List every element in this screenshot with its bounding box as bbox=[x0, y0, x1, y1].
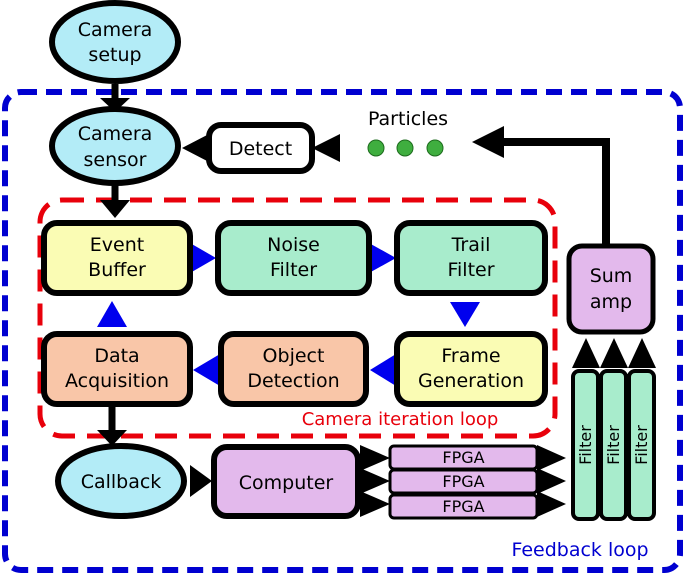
frame-generation-node: Frame Generation bbox=[394, 331, 548, 407]
arrow-frame-to-object bbox=[370, 354, 396, 386]
particle-dot bbox=[396, 139, 414, 157]
trail-filter-label-2: Filter bbox=[447, 259, 494, 281]
filter-bank: Filter Filter Filter bbox=[571, 369, 656, 521]
detect-node: Detect bbox=[206, 122, 315, 174]
fpga-label: FPGA bbox=[442, 497, 484, 516]
camera-iteration-loop-label: Camera iteration loop bbox=[302, 409, 499, 430]
computer-label: Computer bbox=[239, 472, 334, 494]
feedback-loop-border bbox=[2, 89, 683, 573]
event-buffer-label-1: Event bbox=[90, 234, 144, 256]
noise-filter-label-2: Filter bbox=[270, 259, 317, 281]
arrow-trail-to-frame bbox=[450, 302, 480, 327]
arrow-callback-to-computer bbox=[190, 465, 212, 497]
filter-label: Filter bbox=[576, 425, 595, 465]
camera-setup-label-2: setup bbox=[88, 44, 141, 66]
filter-label: Filter bbox=[604, 425, 623, 465]
arrows-filters-to-sumamp bbox=[572, 338, 656, 368]
camera-setup-label-1: Camera bbox=[78, 19, 153, 41]
particles-label: Particles bbox=[368, 108, 448, 130]
fpga-stack: FPGA FPGA FPGA bbox=[388, 444, 539, 520]
sum-amp-node: Sum amp bbox=[566, 243, 656, 335]
arrow-data-to-event bbox=[97, 301, 127, 327]
arrow-sumamp-to-particles bbox=[472, 126, 610, 246]
frame-generation-label-1: Frame bbox=[441, 345, 500, 367]
object-detection-node: Object Detection bbox=[218, 331, 369, 407]
camera-iteration-loop-border bbox=[37, 197, 558, 439]
event-buffer-node: Event Buffer bbox=[41, 220, 193, 296]
callback-label: Callback bbox=[81, 471, 162, 493]
arrows-fpga-to-filters bbox=[537, 445, 566, 517]
data-acquisition-label-2: Acquisition bbox=[65, 370, 169, 392]
particles-node: Particles bbox=[367, 108, 448, 157]
sum-amp-label-1: Sum bbox=[590, 265, 633, 287]
object-detection-label-2: Detection bbox=[247, 370, 339, 392]
data-acquisition-node: Data Acquisition bbox=[41, 331, 193, 407]
sum-amp-label-2: amp bbox=[590, 291, 632, 313]
data-acquisition-label-1: Data bbox=[94, 345, 139, 367]
event-buffer-label-2: Buffer bbox=[88, 259, 146, 281]
particle-dot bbox=[367, 139, 385, 157]
noise-filter-node: Noise Filter bbox=[215, 220, 372, 296]
camera-sensor-node: Camera sensor bbox=[49, 106, 181, 186]
camera-sensor-label-1: Camera bbox=[78, 123, 153, 145]
arrow-event-to-noise bbox=[190, 243, 216, 273]
arrow-object-to-data bbox=[193, 354, 220, 386]
arrow-particles-to-detect bbox=[312, 134, 340, 162]
fpga-label: FPGA bbox=[442, 472, 484, 491]
camera-setup-node: Camera setup bbox=[49, 0, 181, 84]
feedback-loop-label: Feedback loop bbox=[511, 539, 648, 561]
arrow-detect-to-sensor bbox=[182, 134, 209, 162]
noise-filter-label-1: Noise bbox=[267, 234, 320, 256]
arrow-setup-to-sensor bbox=[100, 84, 130, 112]
trail-filter-label-1: Trail bbox=[451, 234, 491, 256]
frame-generation-label-2: Generation bbox=[418, 370, 524, 392]
particle-dot bbox=[426, 139, 444, 157]
detect-label: Detect bbox=[229, 138, 292, 160]
callback-node: Callback bbox=[55, 443, 187, 519]
computer-node: Computer bbox=[211, 444, 361, 519]
arrow-noise-to-trail bbox=[369, 243, 396, 273]
fpga-label: FPGA bbox=[442, 448, 484, 467]
camera-sensor-label-2: sensor bbox=[84, 149, 147, 171]
filter-label: Filter bbox=[632, 425, 651, 465]
arrows-computer-to-fpga bbox=[360, 445, 390, 517]
object-detection-label-1: Object bbox=[263, 345, 325, 367]
trail-filter-node: Trail Filter bbox=[394, 220, 548, 296]
